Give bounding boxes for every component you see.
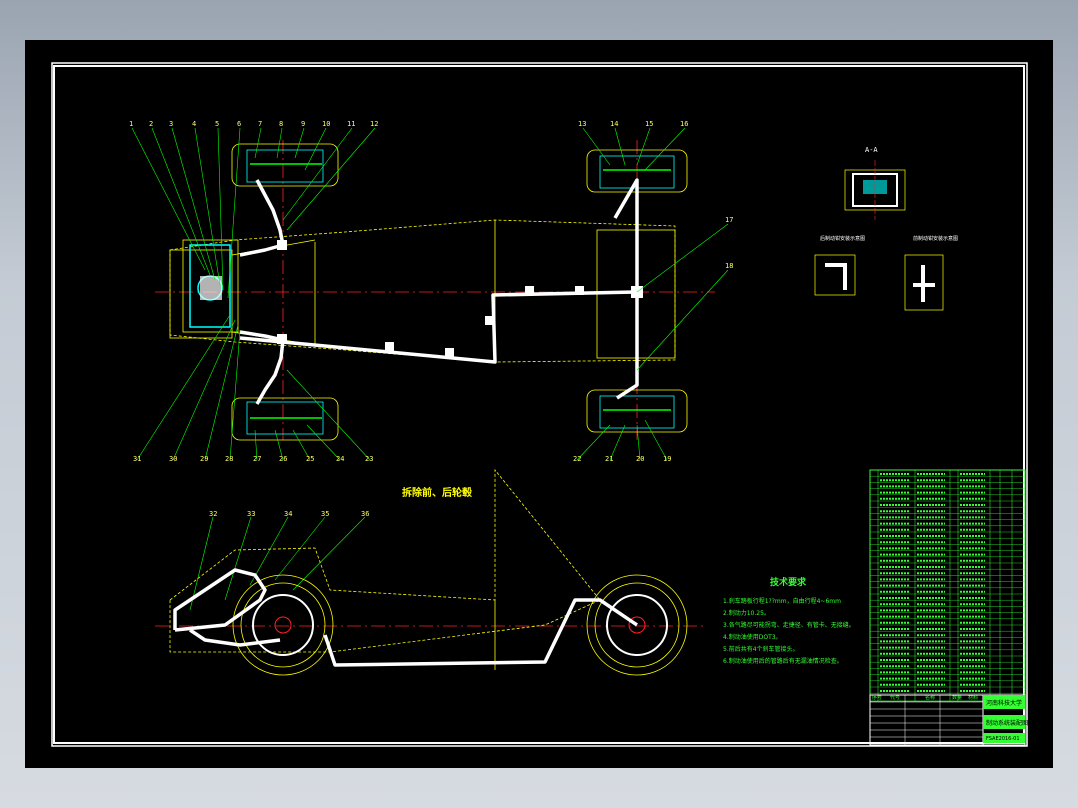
part-number: 26 bbox=[279, 455, 287, 463]
detail-view-a: A-A bbox=[844, 146, 906, 220]
outer-frame bbox=[51, 62, 1028, 747]
tech-requirements: 技术要求 1.刹车踏板行程1??mm，自由行程4~6mm 2.制动力10.25。… bbox=[723, 576, 855, 665]
tech-line: 3.各气路尽可能拐弯、走捷径、有管卡、无接缝。 bbox=[723, 621, 855, 629]
part-number: 6 bbox=[237, 120, 241, 128]
part-numbers-bottom-right: 22 21 20 19 bbox=[573, 455, 671, 463]
tech-line: 6.制动油使用后的管路后有无漏油情况检查。 bbox=[723, 657, 843, 665]
side-view: 拆除前、后轮毂 bbox=[155, 468, 705, 676]
wheel-rear-left bbox=[231, 397, 339, 441]
detail-view-c: 前制动钳安装示意图 bbox=[904, 235, 958, 311]
part-number: 22 bbox=[573, 455, 581, 463]
detail-label: A-A bbox=[865, 146, 878, 154]
front-brake-assembly bbox=[182, 239, 239, 333]
cad-viewport[interactable]: 1 2 3 4 5 6 7 8 9 10 11 12 13 14 15 16 1… bbox=[25, 40, 1053, 768]
part-number: 27 bbox=[253, 455, 261, 463]
brake-lines-top bbox=[239, 178, 639, 405]
part-number: 10 bbox=[322, 120, 330, 128]
parts-list-header-cell: 代号 bbox=[890, 694, 900, 701]
side-view-note: 拆除前、后轮毂 bbox=[402, 486, 472, 499]
detail-title: 前制动钳安装示意图 bbox=[913, 235, 958, 242]
part-number: 9 bbox=[301, 120, 305, 128]
tech-heading: 技术要求 bbox=[770, 576, 807, 588]
parts-list: 序号代号名称数量材料备注 bbox=[869, 469, 1026, 702]
part-numbers-top: 1 2 3 4 5 6 7 8 9 10 11 12 bbox=[129, 120, 378, 128]
part-number: 2 bbox=[149, 120, 153, 128]
part-number: 25 bbox=[306, 455, 314, 463]
part-number: 31 bbox=[133, 455, 141, 463]
part-numbers-side: 32 33 34 35 36 bbox=[209, 510, 369, 518]
detail-view-b: 后制动钳安装示意图 bbox=[814, 235, 865, 296]
part-numbers-right: 17 18 bbox=[725, 216, 733, 270]
parts-list-header-cell: 数量 bbox=[952, 694, 962, 701]
rear-wheel-side bbox=[586, 574, 688, 676]
part-number: 1 bbox=[129, 120, 133, 128]
part-number: 36 bbox=[361, 510, 369, 518]
part-number: 32 bbox=[209, 510, 217, 518]
part-number: 35 bbox=[321, 510, 329, 518]
part-number: 17 bbox=[725, 216, 733, 224]
part-number: 14 bbox=[610, 120, 618, 128]
brake-lines-side bbox=[173, 568, 638, 667]
part-number: 11 bbox=[347, 120, 355, 128]
tech-line: 2.制动力10.25。 bbox=[723, 609, 770, 617]
parts-list-frame bbox=[869, 469, 1026, 702]
part-number: 34 bbox=[284, 510, 292, 518]
title-block: 河南科技大学 制动系统装配图 FSAE2016-01 bbox=[869, 694, 1028, 746]
detail-title: 后制动钳安装示意图 bbox=[820, 235, 865, 242]
part-number: 30 bbox=[169, 455, 177, 463]
chassis-outline bbox=[169, 219, 676, 363]
brake-line-fittings bbox=[277, 240, 643, 357]
part-number: 28 bbox=[225, 455, 233, 463]
part-number: 19 bbox=[663, 455, 671, 463]
drawing-number: FSAE2016-01 bbox=[986, 736, 1020, 742]
parts-list-header-cell: 名称 bbox=[925, 694, 935, 701]
tech-line: 4.制动油使用DOT3。 bbox=[723, 633, 782, 641]
part-number: 3 bbox=[169, 120, 173, 128]
inner-frame bbox=[53, 65, 1025, 744]
part-number: 29 bbox=[200, 455, 208, 463]
leader-lines bbox=[131, 127, 729, 611]
part-number: 4 bbox=[192, 120, 196, 128]
part-number: 15 bbox=[645, 120, 653, 128]
part-number: 24 bbox=[336, 455, 344, 463]
part-number: 12 bbox=[370, 120, 378, 128]
part-number: 23 bbox=[365, 455, 373, 463]
part-numbers-bottom: 31 30 29 28 27 26 25 24 23 bbox=[133, 455, 373, 463]
parts-list-header-cell: 序号 bbox=[872, 694, 882, 701]
part-number: 8 bbox=[279, 120, 283, 128]
part-number: 13 bbox=[578, 120, 586, 128]
tech-line: 1.刹车踏板行程1??mm，自由行程4~6mm bbox=[723, 597, 841, 605]
parts-list-header-cell: 材料 bbox=[968, 694, 978, 701]
part-numbers-top-right: 13 14 15 16 bbox=[578, 120, 688, 128]
part-number: 33 bbox=[247, 510, 255, 518]
part-number: 18 bbox=[725, 262, 733, 270]
assembly-drawing: 1 2 3 4 5 6 7 8 9 10 11 12 13 14 15 16 1… bbox=[51, 62, 1028, 747]
part-number: 20 bbox=[636, 455, 644, 463]
tech-line: 5.前后共有4个刹车管接头。 bbox=[723, 645, 799, 653]
school-name: 河南科技大学 bbox=[986, 699, 1022, 707]
part-number: 16 bbox=[680, 120, 688, 128]
part-number: 21 bbox=[605, 455, 613, 463]
wheel-front-left bbox=[231, 143, 339, 187]
part-number: 7 bbox=[258, 120, 262, 128]
top-view bbox=[155, 140, 715, 441]
drawing-name: 制动系统装配图 bbox=[986, 719, 1028, 727]
body-outline bbox=[169, 468, 601, 670]
part-number: 5 bbox=[215, 120, 219, 128]
front-wheel-side bbox=[232, 574, 334, 676]
